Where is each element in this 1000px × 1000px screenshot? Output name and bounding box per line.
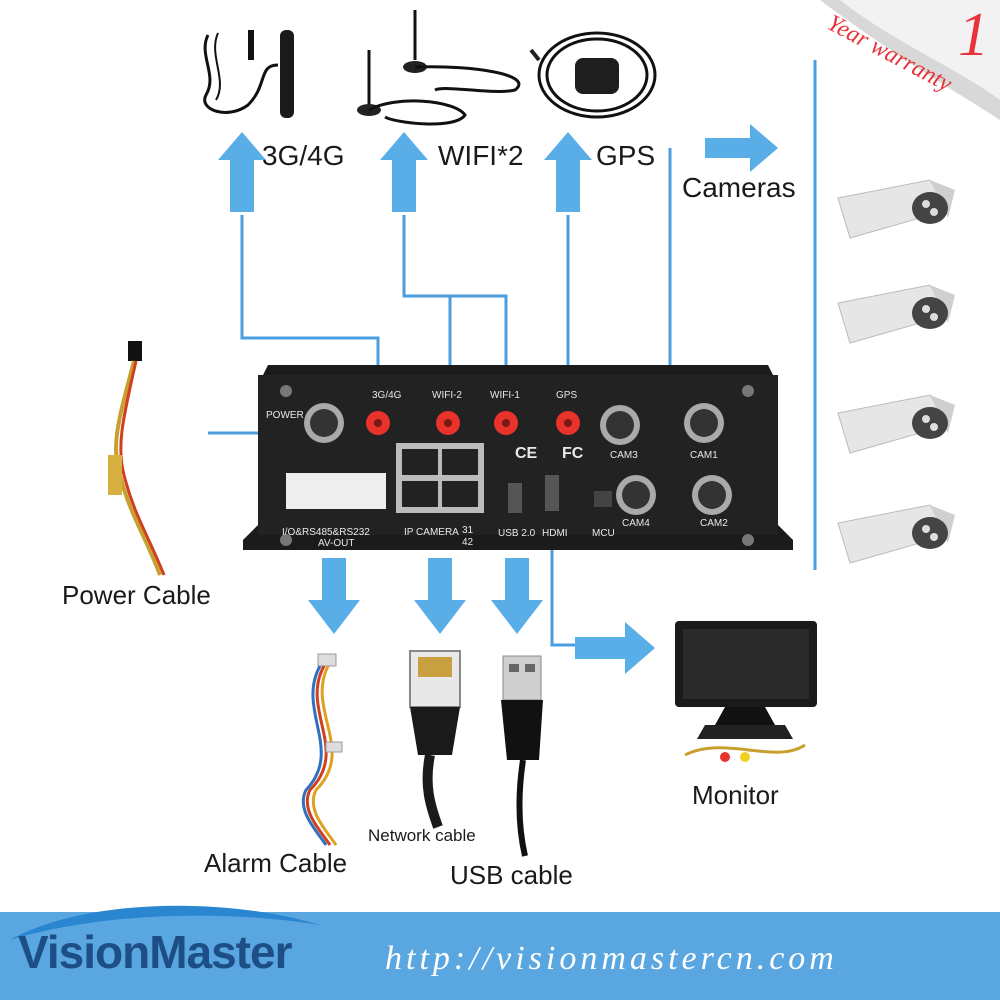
bullet-camera-icon xyxy=(837,504,955,564)
label-gps: GPS xyxy=(596,140,656,171)
logo-swoosh-icon xyxy=(10,905,320,940)
dvr-ce-mark: CE xyxy=(515,445,538,462)
gps-antenna-icon xyxy=(529,31,657,119)
antenna-3g4g-icon xyxy=(203,30,294,118)
dvr-port-cam2: CAM2 xyxy=(700,518,728,529)
usb-cable-icon xyxy=(501,655,543,857)
dvr-port-3g4g: 3G/4G xyxy=(372,390,402,401)
dvr-fc-mark: FC xyxy=(562,445,584,462)
dvr-port-cam1: CAM1 xyxy=(690,450,718,461)
monitor-icon xyxy=(675,621,817,762)
bullet-camera-icon xyxy=(837,179,955,239)
wifi-antenna-icon xyxy=(357,10,521,126)
dvr-port-power: POWER xyxy=(266,410,304,421)
bullet-camera-icon xyxy=(837,394,955,454)
label-alarm-cable: Alarm Cable xyxy=(204,848,348,878)
label-3g4g: 3G/4G xyxy=(262,140,345,171)
dvr-port-ipcam: IP CAMERA xyxy=(404,527,459,538)
footer-url[interactable]: http://visionmastercn.com xyxy=(385,940,838,977)
dvr-port-usb: USB 2.0 xyxy=(498,528,536,539)
label-monitor: Monitor xyxy=(692,780,779,810)
footer-logo: VisionMaster xyxy=(18,926,292,978)
dvr-port-wifi1: WIFI-1 xyxy=(490,390,520,401)
footer-bar xyxy=(0,912,1000,1000)
power-cable-icon xyxy=(108,341,166,576)
dvr-ipcam-num1: 31 xyxy=(462,525,474,536)
alarm-cable-icon xyxy=(301,653,343,846)
dvr-port-hdmi: HDMI xyxy=(542,528,568,539)
dvr-port-cam4: CAM4 xyxy=(622,518,650,529)
warranty-banner xyxy=(820,0,1000,120)
label-network-cable: Network cable xyxy=(368,826,476,845)
dvr-ipcam-num2: 42 xyxy=(462,537,474,548)
label-wifi: WIFI*2 xyxy=(438,140,524,171)
dvr-port-io: I/O&RS485&RS232 xyxy=(282,527,370,538)
dvr-port-mcu: MCU xyxy=(592,528,615,539)
bullet-camera-icon xyxy=(837,284,955,344)
label-usb-cable: USB cable xyxy=(450,860,573,890)
label-power-cable: Power Cable xyxy=(62,580,211,610)
dvr-port-avout: AV-OUT xyxy=(318,538,355,549)
dvr-device-icon xyxy=(243,365,793,550)
dvr-port-cam3: CAM3 xyxy=(610,450,638,461)
warranty-number: 1 xyxy=(958,1,989,69)
label-cameras: Cameras xyxy=(682,172,796,203)
dvr-port-gps: GPS xyxy=(556,390,578,401)
network-cable-icon xyxy=(409,650,461,829)
dvr-port-wifi2: WIFI-2 xyxy=(432,390,462,401)
